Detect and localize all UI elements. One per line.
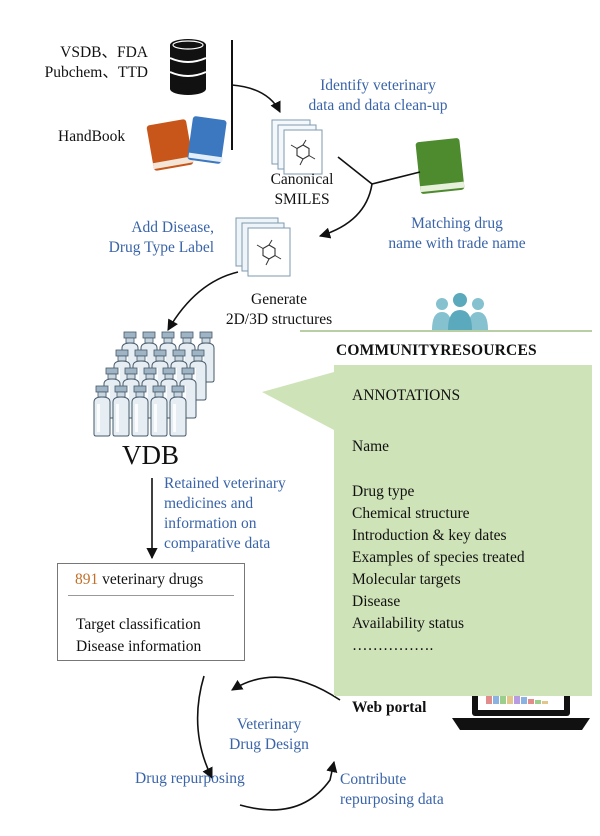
matching-line-1: Matching drug bbox=[411, 215, 503, 232]
web-portal-label: Web portal bbox=[352, 699, 427, 716]
canonical-smiles-label: Canonical SMILES bbox=[258, 170, 346, 210]
drug-count-label: veterinary drugs bbox=[98, 571, 204, 588]
annotations-heading: ANNOTATIONS bbox=[352, 387, 461, 404]
retained-line-1: Retained veterinary bbox=[164, 475, 286, 492]
sources-line-1: VSDB、FDA bbox=[60, 44, 148, 61]
arrow-to-smiles bbox=[231, 84, 281, 114]
matching-step-label: Matching drug name with trade name bbox=[372, 214, 542, 254]
cycle-arrow-bottom bbox=[239, 760, 338, 811]
retained-line-4: comparative data bbox=[164, 535, 271, 552]
generate-structures-label: Generate 2D/3D structures bbox=[208, 290, 350, 330]
handbook-label: HandBook bbox=[58, 128, 126, 145]
drug-repurposing-label: Drug repurposing bbox=[135, 770, 245, 787]
annotation-item-availability: Availability status bbox=[352, 615, 465, 632]
arrow-to-generate bbox=[318, 183, 373, 239]
smiles-document-icon bbox=[271, 119, 323, 175]
contribute-line-2: repurposing data bbox=[340, 791, 444, 808]
vdb-label: VDB bbox=[122, 440, 180, 470]
community-resources-title: COMMUNITYRESOURCES bbox=[336, 342, 537, 359]
drug-count-line: 891 veterinary drugs bbox=[75, 570, 203, 590]
retained-line-2: medicines and bbox=[164, 495, 254, 512]
annotations-panel: ANNOTATIONS Name Drug type Chemical stru… bbox=[334, 365, 592, 696]
canonical-line-2: SMILES bbox=[274, 191, 330, 208]
generate-line-2: 2D/3D structures bbox=[225, 311, 333, 328]
cycle-arrow-left bbox=[196, 675, 213, 780]
callout-wedge bbox=[262, 372, 334, 430]
annotation-item-chemical-structure: Chemical structure bbox=[352, 505, 470, 522]
drug-box-separator bbox=[68, 595, 234, 596]
arrow-to-vdb bbox=[167, 271, 239, 331]
generate-line-1: Generate bbox=[251, 291, 307, 308]
annotation-item-disease: Disease bbox=[352, 593, 401, 610]
annotation-item-species: Examples of species treated bbox=[352, 549, 525, 566]
drug-summary-box: 891 veterinary drugs Target classificati… bbox=[57, 563, 245, 661]
handbook-books-icon bbox=[146, 116, 227, 171]
drug-design-label: Veterinary Drug Design bbox=[210, 715, 328, 755]
matching-line-2: name with trade name bbox=[388, 235, 526, 252]
target-classification-label: Target classification bbox=[76, 616, 201, 633]
identify-line-1: Identify veterinary bbox=[320, 77, 436, 94]
annotation-item-drug-type: Drug type bbox=[352, 483, 415, 500]
add-disease-line-1: Add Disease, bbox=[131, 219, 214, 236]
contribute-label: Contribute repurposing data bbox=[340, 770, 444, 810]
retained-step-label: Retained veterinary medicines and inform… bbox=[164, 474, 334, 554]
database-sources-label: VSDB、FDA Pubchem、TTD bbox=[38, 43, 148, 83]
identify-line-2: data and data clean-up bbox=[308, 97, 448, 114]
add-disease-step-label: Add Disease, Drug Type Label bbox=[80, 218, 214, 258]
annotation-item-ellipsis: ……………. bbox=[352, 637, 434, 654]
identify-step-label: Identify veterinary data and data clean-… bbox=[288, 76, 468, 116]
merge-line-right bbox=[371, 171, 421, 185]
disease-information-label: Disease information bbox=[76, 638, 202, 655]
retained-line-3: information on bbox=[164, 515, 257, 532]
canonical-line-1: Canonical bbox=[270, 171, 334, 188]
people-icon bbox=[432, 293, 488, 330]
annotation-item-targets: Molecular targets bbox=[352, 571, 461, 588]
structure-document-icon bbox=[235, 217, 291, 277]
sources-line-2: Pubchem、TTD bbox=[44, 64, 148, 81]
contribute-line-1: Contribute bbox=[340, 771, 407, 788]
matching-book-icon bbox=[415, 138, 465, 194]
merge-line-left bbox=[337, 156, 373, 185]
annotation-item-introduction: Introduction & key dates bbox=[352, 527, 507, 544]
drug-design-line-1: Veterinary bbox=[236, 716, 302, 733]
annotation-item-name: Name bbox=[352, 438, 390, 455]
add-disease-line-2: Drug Type Label bbox=[108, 239, 214, 256]
cycle-arrow-top bbox=[231, 676, 341, 701]
drug-count-value: 891 bbox=[75, 571, 99, 588]
database-icon bbox=[169, 39, 207, 95]
drug-design-line-2: Drug Design bbox=[229, 736, 309, 753]
vdb-vials-icon bbox=[93, 331, 215, 437]
